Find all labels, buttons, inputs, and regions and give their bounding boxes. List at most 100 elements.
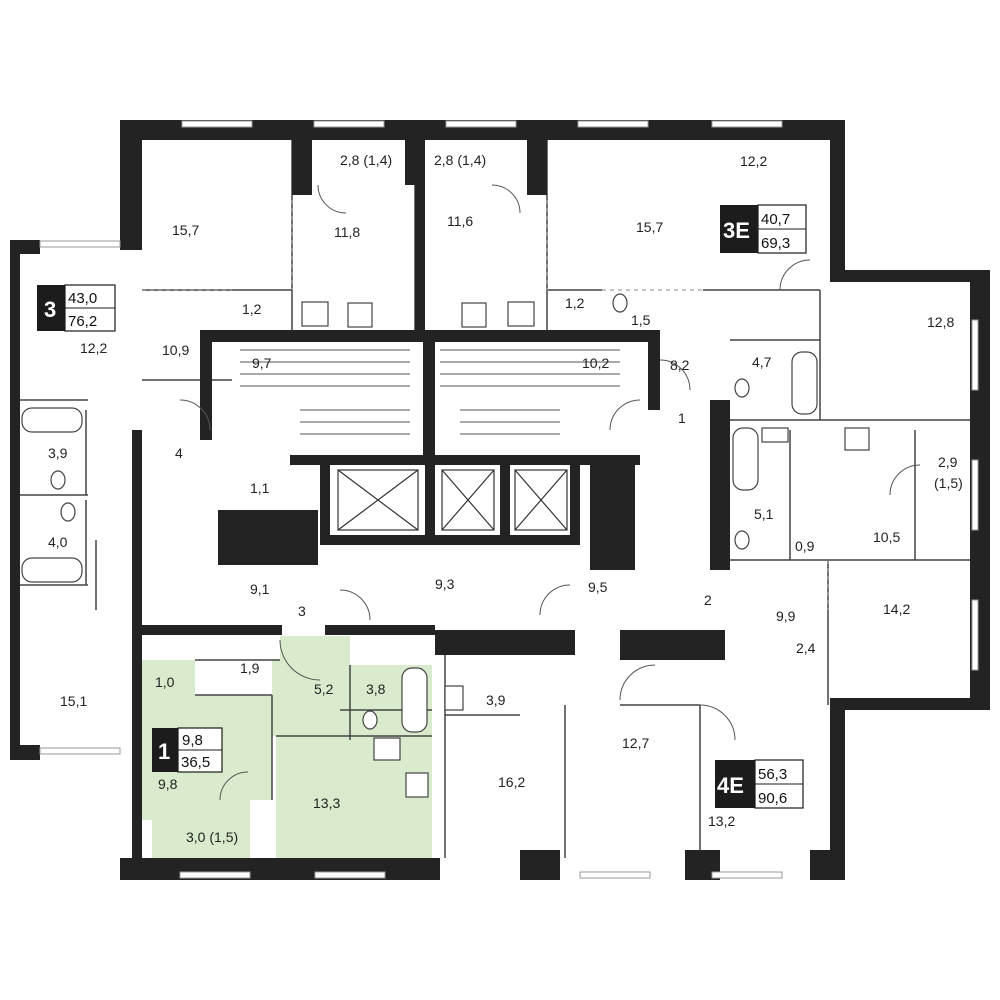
room-area: 10,9 [162,342,189,358]
wall-left-outer [10,240,20,760]
room-area: 13,3 [313,795,340,811]
room-area: 15,7 [172,222,199,238]
room-area: 9,3 [435,576,455,592]
door-swing [609,399,641,431]
door-swing [491,184,521,214]
elevator-2-cross [441,469,495,531]
badge-label-box [720,205,758,253]
room-area: 4,7 [752,354,772,370]
window [971,319,979,391]
sink [444,685,464,711]
badge-label: 3E [723,218,750,243]
badge-total-area: 36,5 [181,754,210,771]
room-area: 3,0 (1,5) [186,829,238,845]
room-area: 3,9 [486,692,506,708]
badge-living-area: 9,8 [182,732,203,749]
badge-apartment-1[interactable]: 1 9,8 36,5 [152,727,223,773]
door-swing [539,584,571,616]
toilet [612,293,628,313]
room-area: 16,2 [498,774,525,790]
badge-label: 4E [717,773,744,798]
room-area: 12,2 [80,340,107,356]
elevator-3-cross [514,469,568,531]
badge-living-area: 43,0 [68,290,97,307]
door-swing [339,589,371,621]
bathtub [21,407,83,433]
badge-apartment-4e[interactable]: 4E 56,3 90,6 [715,759,804,809]
badge-label: 1 [158,739,170,764]
wall-right-lower [830,698,845,880]
window [313,120,385,128]
door-swing [619,664,656,701]
toilet [734,378,750,398]
door-swing [317,184,347,214]
wall-elevator-3 [500,455,510,545]
window [181,120,253,128]
room-area: 2,8 (1,4) [340,152,392,168]
door-swing [889,464,921,496]
wall-bottom-center [520,850,560,880]
badge-apartment-3e[interactable]: 3E 40,7 69,3 [720,204,807,254]
room-area: 1 [678,410,686,426]
badge-label-box [715,760,755,808]
room-area: 2,9 [938,454,958,470]
room-area: 12,8 [927,314,954,330]
room-area: 3 [298,603,306,619]
room-area: 3,9 [48,445,68,461]
badge-living-area: 40,7 [761,211,790,228]
stove [844,427,870,451]
room-area: 2,8 (1,4) [434,152,486,168]
window [179,871,251,879]
wall-corridor-bottom [142,625,282,635]
room-area: 8,2 [670,357,690,373]
room-area: 5,1 [754,506,774,522]
elevators [337,469,568,531]
room-area: 5,2 [314,681,334,697]
badge-living-area: 56,3 [758,766,787,783]
room-area: 9,9 [776,608,796,624]
window [711,120,783,128]
wall-left-upper [120,120,142,250]
room-area: 4,0 [48,534,68,550]
wall-right-bottom [830,698,990,710]
window [711,871,783,879]
room-area: 9,5 [588,579,608,595]
window [577,120,649,128]
badge-total-area: 90,6 [758,790,787,807]
wall-stair-left [200,330,212,440]
partition [18,399,97,610]
sink [373,737,401,761]
badge-total-area: 69,3 [761,235,790,252]
room-area: 9,8 [158,776,178,792]
room-area: 4 [175,445,183,461]
stove [405,772,429,798]
sink [301,301,329,327]
window [39,240,121,248]
sink [507,301,535,327]
wall-column-1 [292,140,312,195]
wall-corridor-bottom-4 [620,630,725,660]
badge-apartment-3[interactable]: 3 43,0 76,2 [37,284,116,332]
toilet [60,502,76,522]
elevator-1 [337,469,419,531]
badge-total-area: 76,2 [68,313,97,330]
wall-elevator-2 [425,455,435,545]
room-area: 11,8 [334,224,360,240]
partition [142,289,970,421]
bathtub [401,667,428,733]
room-area: 14,2 [883,601,910,617]
room-area: 9,7 [252,355,272,371]
partition [730,430,970,705]
room-area: 13,2 [708,813,735,829]
badge-label-box [37,285,65,331]
stairs [240,349,620,435]
elevator-3 [514,469,568,531]
room-area: 12,7 [622,735,649,751]
wall-column-4 [415,185,425,330]
wall-column-2 [405,140,425,185]
wall-shaft-right [590,460,635,570]
room-area: 1,0 [155,674,175,690]
wall-stair-right [648,330,660,410]
stairs-right [440,349,620,435]
